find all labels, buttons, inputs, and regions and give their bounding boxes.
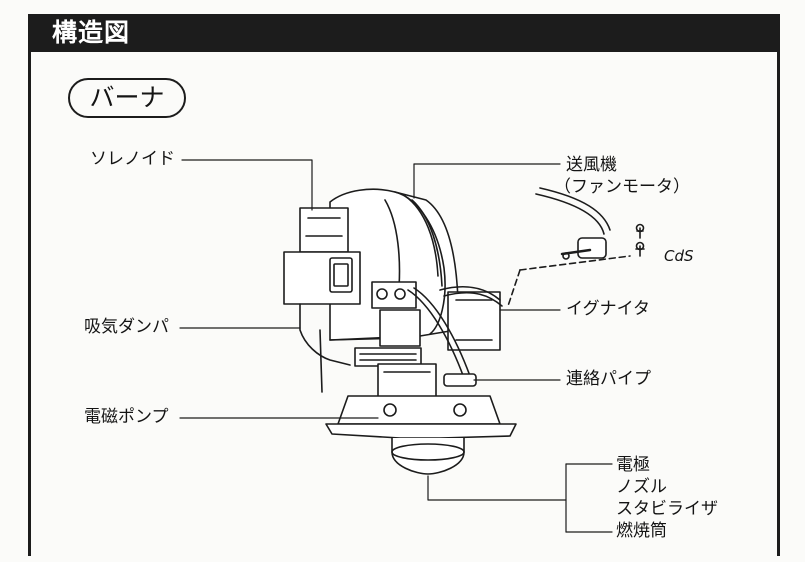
- header-bar: 構造図: [28, 14, 780, 52]
- content-frame: [28, 52, 780, 556]
- label-solenoid: ソレノイド: [90, 149, 175, 169]
- label-fan-sub: （ファンモータ）: [554, 177, 690, 197]
- label-stabilizer: スタビライザ: [616, 499, 718, 519]
- section-title: バーナ: [89, 83, 165, 112]
- label-combustion: 燃焼筒: [616, 521, 667, 541]
- label-igniter: イグナイタ: [566, 299, 650, 319]
- section-title-pill: バーナ: [68, 78, 186, 118]
- page-title: 構造図: [52, 18, 131, 47]
- burner-illustration: [283, 187, 645, 475]
- label-cds: CdS: [664, 247, 694, 265]
- label-nozzle: ノズル: [616, 477, 667, 497]
- leader-lines: [179, 159, 613, 533]
- label-fan-title: 送風機: [566, 155, 617, 175]
- label-pump: 電磁ポンプ: [84, 407, 169, 427]
- label-damper: 吸気ダンパ: [84, 317, 169, 337]
- label-pipe: 連絡パイプ: [566, 369, 651, 389]
- label-electrode: 電極: [616, 455, 650, 475]
